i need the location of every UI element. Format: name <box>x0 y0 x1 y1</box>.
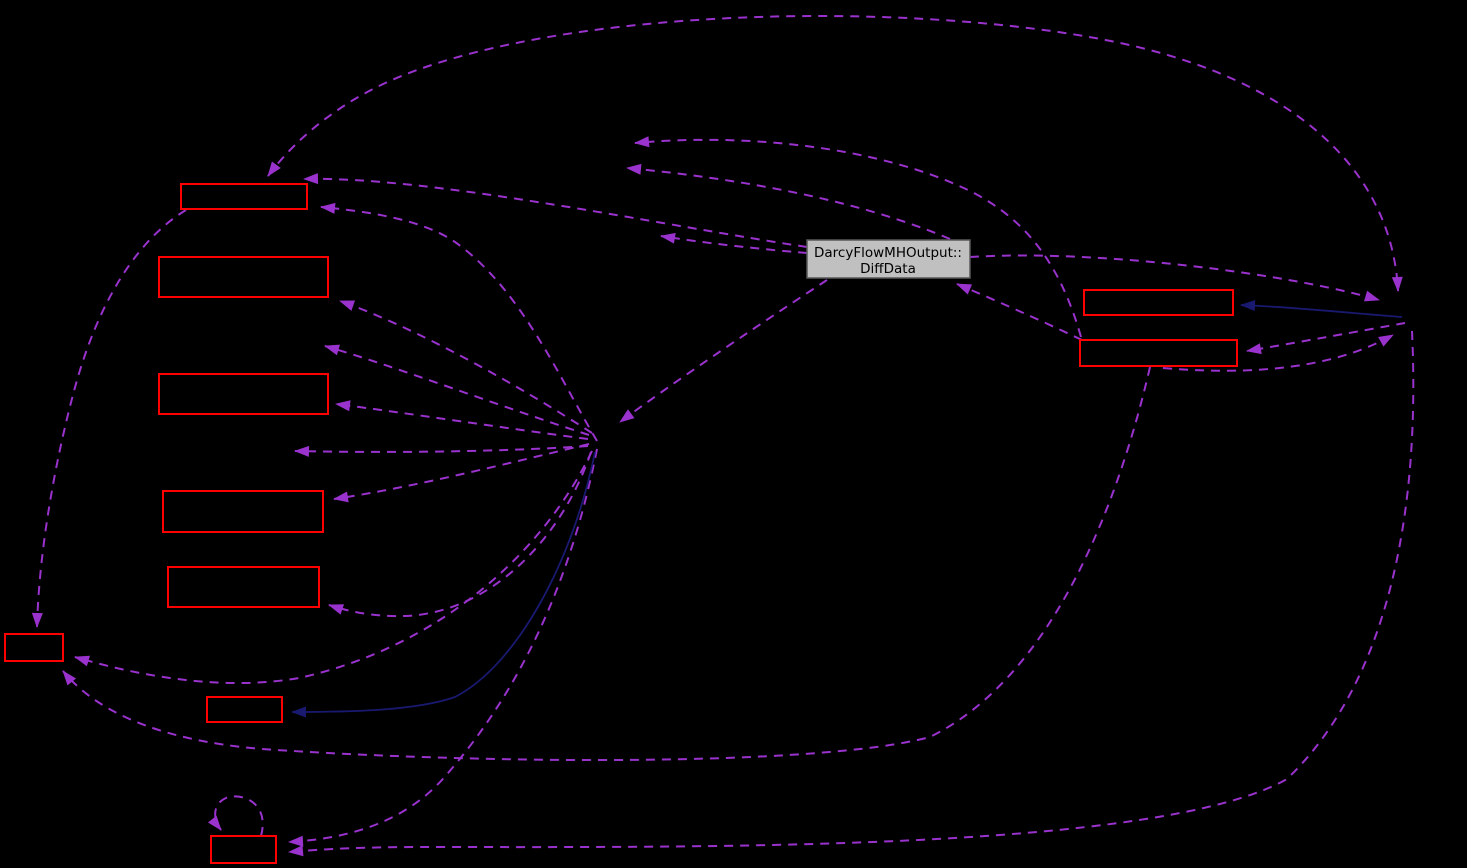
edge-hidden-left-to-node4 <box>333 443 590 503</box>
edge-hidden-left-to-hidden4 <box>294 445 589 457</box>
edges-layer <box>31 15 1415 857</box>
class-node-top-left[interactable] <box>180 183 308 210</box>
focus-node-box <box>806 239 971 279</box>
edge-hidden-left-to-node1-right <box>320 202 598 442</box>
edge-node10-to-focus <box>956 283 1083 341</box>
class-node-left-5[interactable] <box>167 566 320 608</box>
edge-hidden-left-to-node8 <box>288 448 598 847</box>
edge-node8-self-loop <box>207 795 264 837</box>
edge-hidden-right-to-node8 <box>288 330 1415 857</box>
class-node-right-lower[interactable] <box>1079 339 1238 367</box>
edge-hidden-left-to-node2 <box>339 300 593 434</box>
edge-hidden-left-to-node3 <box>335 400 589 440</box>
class-node-bottom[interactable] <box>210 835 277 864</box>
edge-node10-to-hidden-mid3 <box>634 136 1082 338</box>
class-node-left-4[interactable] <box>162 490 324 533</box>
class-node-lower-left[interactable] <box>206 696 283 723</box>
edge-node10-to-hidden-right <box>1162 334 1394 372</box>
edge-hidden-right-to-node10 <box>1246 322 1406 355</box>
focus-node-label-line2: DiffData <box>860 261 916 277</box>
class-node-right-upper[interactable] <box>1083 289 1234 316</box>
focus-node-label-line1: DarcyFlowMHOutput:: <box>814 245 962 261</box>
class-node-far-left[interactable] <box>4 633 64 662</box>
edge-hidden-left-to-node7 <box>291 451 596 718</box>
edge-focus-to-hidden-left <box>619 279 828 423</box>
edge-focus-to-hidden-right <box>969 254 1380 302</box>
edge-hidden-left-to-hidden3 <box>324 344 590 436</box>
edge-node10-to-node6 <box>62 366 1151 762</box>
edge-top-arc-node1-hidden-right <box>267 15 1403 292</box>
edge-hidden-right-to-node9 <box>1240 300 1403 318</box>
edge-hidden-left-to-node5 <box>328 451 592 618</box>
edge-focus-to-node1-top <box>303 173 808 248</box>
edge-focus-to-hidden-mid1 <box>660 232 808 254</box>
edge-hidden-left-to-node6 <box>74 450 593 685</box>
nodes-layer: DarcyFlowMHOutput:: DiffData <box>4 183 1238 864</box>
edge-node1-to-node6 <box>31 209 187 628</box>
class-node-left-3[interactable] <box>158 373 329 415</box>
class-node-left-2[interactable] <box>158 256 329 298</box>
edge-focus-to-hidden-mid2 <box>626 163 951 240</box>
